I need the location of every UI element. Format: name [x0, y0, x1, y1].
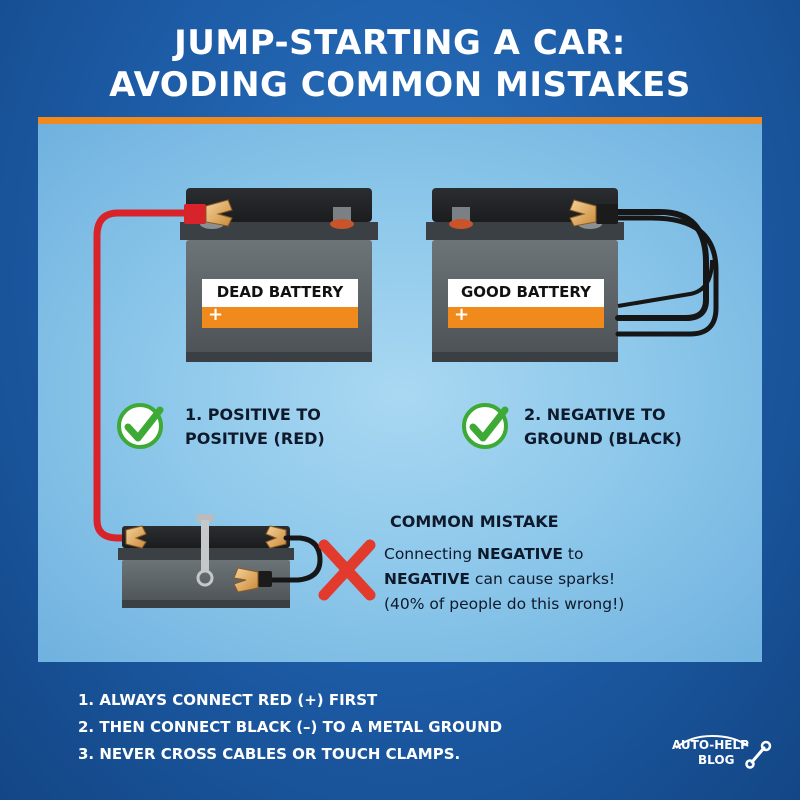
mistake-black-cable: [261, 535, 323, 583]
step-positive: 1. POSITIVE TO POSITIVE (RED): [185, 403, 325, 451]
red-cable: [93, 209, 194, 542]
mistake-description: Connecting NEGATIVE to NEGATIVE can caus…: [384, 542, 644, 617]
good-battery-plus: +: [454, 304, 470, 325]
logo-line-2: BLOG: [698, 753, 735, 767]
logo-line-1: AUTO-HELP: [672, 738, 749, 752]
rule-3: 3. NEVER CROSS CABLES OR TOUCH CLAMPS.: [78, 745, 461, 763]
good-battery-label: GOOD BATTERY: [460, 283, 591, 301]
mistake-text-c: to: [563, 545, 584, 563]
dead-battery-plus: +: [208, 304, 224, 325]
cross-icon: [318, 539, 376, 601]
check-icon: [117, 403, 164, 449]
step-1-line-2: POSITIVE (RED): [185, 429, 325, 448]
title-line-1: JUMP-STARTING A CAR:: [174, 23, 626, 63]
black-cable: [611, 209, 709, 321]
mistake-text-b: NEGATIVE: [477, 545, 563, 563]
dead-battery-label: DEAD BATTERY: [216, 283, 344, 301]
title-divider: [38, 117, 762, 124]
mistake-text-f: (40% of people do this wrong!): [384, 595, 625, 613]
black-cable-3: [617, 259, 714, 308]
infographic-title: JUMP-STARTING A CAR: AVODING COMMON MIST…: [0, 22, 800, 106]
rule-1: 1. ALWAYS CONNECT RED (+) FIRST: [78, 691, 378, 709]
step-2-line-1: 2. NEGATIVE TO: [524, 405, 666, 424]
red-clamp-dead: [184, 199, 233, 227]
blog-logo: AUTO-HELP BLOG: [672, 738, 782, 768]
step-negative: 2. NEGATIVE TO GROUND (BLACK): [524, 403, 682, 451]
car-icon: [675, 734, 749, 749]
mistake-battery: [118, 514, 294, 608]
check-icon: [462, 403, 509, 449]
rules-list: 1. ALWAYS CONNECT RED (+) FIRST 2. THEN …: [78, 687, 502, 768]
dead-battery: [180, 188, 378, 362]
rule-2: 2. THEN CONNECT BLACK (–) TO A METAL GRO…: [78, 718, 503, 736]
mistake-text-d: NEGATIVE: [384, 570, 470, 588]
mistake-text-e: can cause sparks!: [470, 570, 616, 588]
black-clamp-good: [569, 199, 618, 227]
mistake-title: COMMON MISTAKE: [390, 512, 559, 531]
wrench-icon: [745, 740, 772, 769]
mistake-clamp: [233, 567, 272, 593]
title-line-2: AVODING COMMON MISTAKES: [109, 65, 691, 105]
black-cable-2: [611, 215, 719, 337]
mistake-text-a: Connecting: [384, 545, 477, 563]
step-1-line-1: 1. POSITIVE TO: [185, 405, 321, 424]
step-2-line-2: GROUND (BLACK): [524, 429, 682, 448]
good-battery: [426, 188, 624, 362]
